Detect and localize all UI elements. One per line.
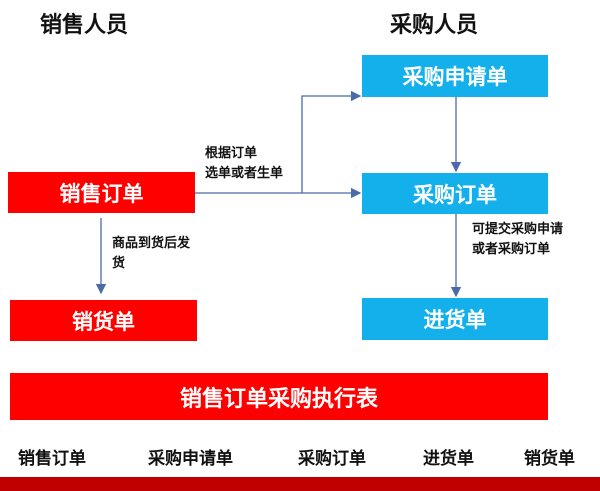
sales-staff-header: 销售人员 xyxy=(40,12,129,37)
execution-table-bar: 销售订单采购执行表 xyxy=(10,373,548,420)
delivery-note: 商品到货后发 货 xyxy=(112,233,190,273)
footer-purchase-request: 采购申请单 xyxy=(148,449,233,468)
purchase-receipt-box: 进货单 xyxy=(362,298,548,340)
receipt-note-line1: 可提交采购申请 xyxy=(472,221,564,236)
purchase-order-box: 采购订单 xyxy=(362,173,548,214)
order-note-line2: 选单或者生单 xyxy=(205,165,284,180)
bottom-bar xyxy=(0,477,600,491)
order-note: 根据订单 选单或者生单 xyxy=(205,143,283,183)
order-note-line1: 根据订单 xyxy=(205,145,258,160)
footer-purchase-receipt: 进货单 xyxy=(423,449,474,468)
footer-sales-order: 销售订单 xyxy=(18,449,86,468)
sales-delivery-box: 销货单 xyxy=(10,300,197,341)
delivery-note-line2: 货 xyxy=(112,255,126,270)
receipt-note-line2: 或者采购订单 xyxy=(472,241,551,256)
footer-sales-delivery: 销货单 xyxy=(524,449,575,468)
arrow-sales-to-purchase-request xyxy=(301,90,362,193)
sales-order-box: 销售订单 xyxy=(8,172,195,213)
purchase-staff-header: 采购人员 xyxy=(390,12,479,37)
purchase-request-box: 采购申请单 xyxy=(362,55,548,97)
receipt-note: 可提交采购申请 或者采购订单 xyxy=(472,219,563,259)
footer-purchase-order: 采购订单 xyxy=(298,449,366,468)
delivery-note-line1: 商品到货后发 xyxy=(112,235,191,250)
